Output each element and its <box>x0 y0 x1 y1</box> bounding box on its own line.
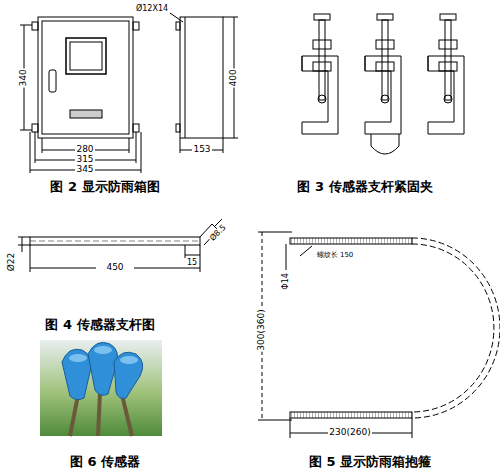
rain-box-figure <box>20 13 238 173</box>
dimension-label: 315 <box>75 155 94 165</box>
u-bolt-figure <box>258 232 500 438</box>
dimension-label: 340 <box>19 68 29 87</box>
dimension-label: 230(260) <box>328 428 371 438</box>
dimension-label: 400 <box>229 68 239 87</box>
dimension-label: 15 <box>186 259 198 268</box>
dimension-label: 450 <box>105 263 124 273</box>
figure-caption: 图 5 显示防雨箱抱箍 <box>308 455 432 469</box>
dimension-label: Ø12X14 <box>135 5 169 14</box>
figure-caption: 图 2 显示防雨箱图 <box>49 180 160 194</box>
dimension-label: 螺纹长 150 <box>316 252 355 260</box>
dimension-label: 280 <box>75 145 94 155</box>
dimension-label: Ø8.5 <box>208 222 229 243</box>
dimension-label: 300(360) <box>257 308 267 351</box>
figure-caption: 图 3 传感器支杆紧固夹 <box>296 180 433 194</box>
sensor-rod-figure <box>18 219 222 272</box>
figure-caption: 图 6 传感器 <box>69 455 141 469</box>
dimension-label: Φ14 <box>282 272 291 290</box>
figure-caption: 图 4 传感器支杆图 <box>44 318 155 332</box>
sensor-photo <box>40 340 162 436</box>
dimension-label: 345 <box>75 165 94 175</box>
dimension-label: 153 <box>192 145 211 155</box>
clamp-figure <box>302 14 464 154</box>
dimension-label: Ø22 <box>7 252 17 273</box>
